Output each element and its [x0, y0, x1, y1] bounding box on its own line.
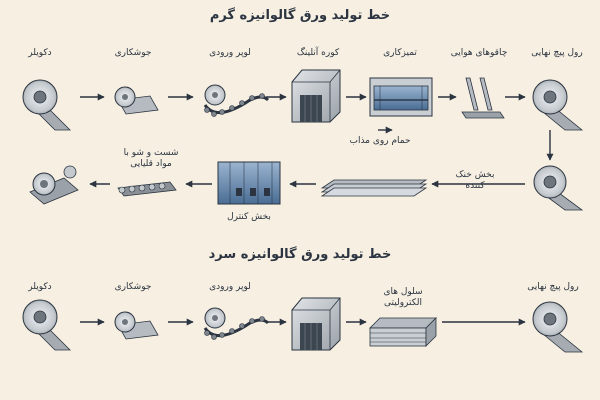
cold-decoiler-coil-icon — [22, 299, 71, 351]
cold-label-welder: جوشکاری — [114, 282, 152, 292]
cold-line-title: خط تولید ورق گالوانیزه سرد — [208, 247, 392, 262]
hot-alkaline-wash-icon — [117, 181, 177, 197]
hot-label-cooling-2: کننده — [465, 181, 485, 191]
cold-welder-icon — [114, 311, 159, 340]
cold-electrolytic-cells-icon — [369, 317, 437, 347]
hot-label-welder: جوشکاری — [114, 48, 152, 58]
hot-cooling-coil-icon — [533, 165, 584, 211]
hot-final-coil-icon — [532, 79, 584, 131]
cold-final-coil-icon — [532, 301, 584, 353]
hot-decoiler-coil-icon — [22, 79, 71, 131]
hot-output-machine-icon — [29, 165, 79, 205]
hot-label-molten-bath: حمام روی مذاب — [349, 136, 411, 146]
cold-entry-looper-icon — [203, 307, 270, 340]
cold-label-electrolytic-1: سلول های — [383, 287, 423, 297]
cold-label-final-coil: رول پیچ نهایی — [527, 282, 579, 292]
cold-label-entry-looper: لوپر ورودی — [209, 282, 251, 292]
hot-label-decoiler: دکویلر — [28, 48, 52, 58]
hot-cleaning-bath-icon — [369, 77, 433, 117]
hot-label-cooling-1: بخش خنک — [455, 170, 495, 180]
hot-label-entry-looper: لوپر ورودی — [209, 48, 251, 58]
hot-label-final-coil: رول پیچ نهایی — [531, 48, 583, 58]
hot-air-knives-icon — [461, 77, 505, 119]
hot-label-wash-2: مواد قلیایی — [130, 159, 172, 169]
hot-welder-icon — [114, 86, 159, 115]
cold-label-electrolytic-2: الکترولیتی — [384, 298, 422, 308]
hot-label-air-knives: چاقوهای هوایی — [450, 48, 508, 58]
hot-label-wash-1: شست و شو با — [123, 148, 179, 158]
hot-label-cleaning: تمیزکاری — [383, 48, 417, 58]
hot-label-control: بخش کنترل — [227, 212, 271, 222]
cold-label-decoiler: دکویلر — [28, 282, 52, 292]
hot-label-annealing-furnace: کوره آنلینگ — [296, 48, 340, 58]
cold-furnace-icon — [291, 297, 341, 351]
hot-entry-looper-icon — [203, 84, 270, 117]
hot-control-section-icon — [217, 161, 281, 205]
hot-line-title: خط تولید ورق گالوانیزه گرم — [209, 8, 391, 23]
hot-sheet-stack-icon — [320, 179, 428, 197]
hot-annealing-furnace-icon — [291, 69, 341, 123]
